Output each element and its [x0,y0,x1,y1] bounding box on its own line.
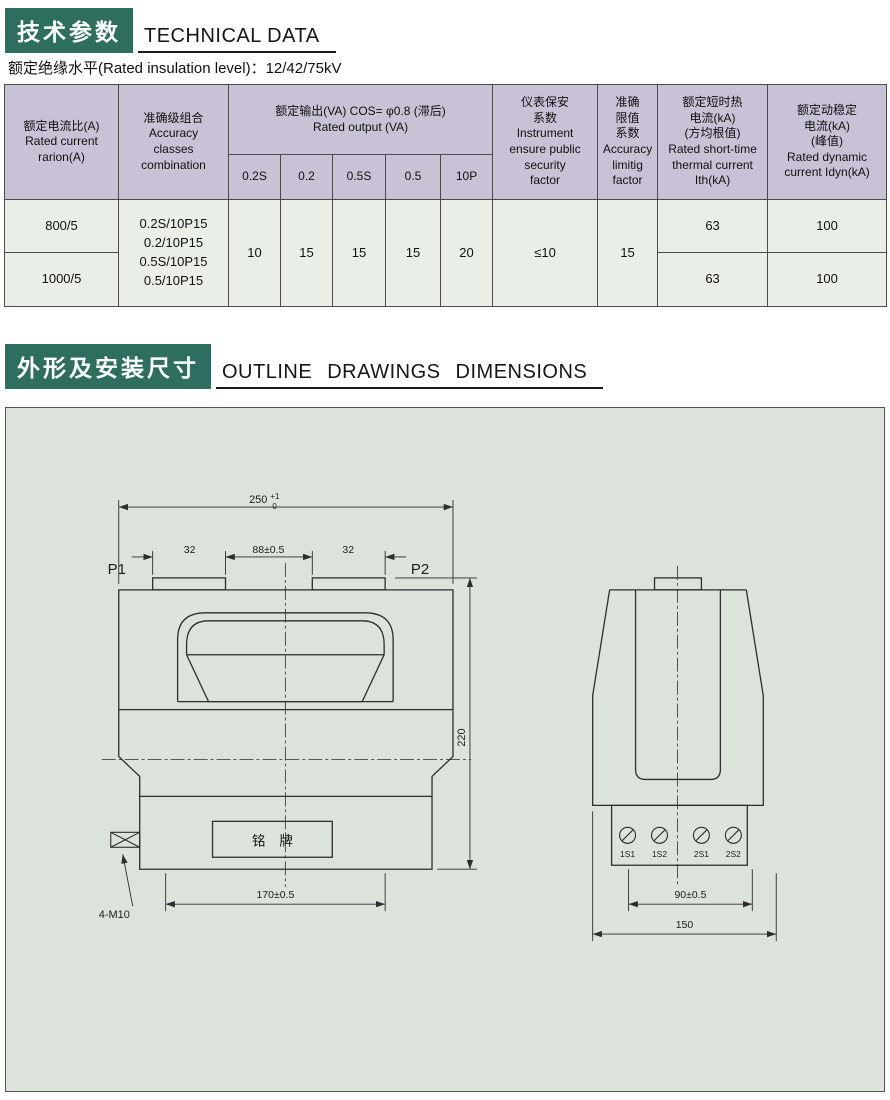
primary-terminal-pad-p1 [152,577,227,591]
cell-dynamic-row0: 100 [767,199,888,253]
cell-output-2: 15 [332,199,386,307]
section-title-en-outline: OUTLINE DRAWINGS DIMENSIONS [216,361,604,389]
dim-overall-tol-lower: 0 [272,502,277,511]
cell-output-0: 10 [228,199,281,307]
mounting-holes-label: 4-M10 [99,909,130,921]
side-view-labels: 1S1 1S2 2S1 2S2 90±0.5 150 [620,849,741,931]
cell-thermal-row1: 63 [657,252,769,307]
front-view-labels: 250 +1 0 32 88±0.5 32 P1 P2 220 170±0.5 … [99,492,468,921]
dim-pad-right-label: 32 [342,545,354,556]
table-row: 1000/5 63 100 [4,252,888,307]
dim-depth-label: 150 [676,920,694,931]
cell-output-3: 15 [385,199,441,307]
cell-accuracy-combination: 0.2S/10P15 0.2/10P15 0.5S/10P15 0.5/10P1… [118,199,229,307]
dim-terminal-span-label: 90±0.5 [674,890,706,901]
side-core-column [634,589,722,781]
cell-thermal-row0: 63 [657,199,769,253]
table-row: 800/5 0.2S/10P15 0.2/10P15 0.5S/10P15 0.… [4,199,888,307]
technical-data-header: 技术参数 TECHNICAL DATA [5,8,336,53]
header-accuracy-classes: 准确级组合 Accuracy classes combination [118,84,229,200]
side-view-drawing [592,577,764,866]
dim-base-width-label: 170±0.5 [257,890,295,901]
cell-dynamic-row1: 100 [767,252,888,307]
header-rated-output-group: 额定输出(VA) COS= φ0.8 (滞后) Rated output (VA… [227,84,494,155]
section-title-cn-technical: 技术参数 [5,8,133,53]
header-output-col-0: 0.2S [228,154,281,200]
cell-security-factor: ≤10 [492,199,599,307]
technical-data-table: 额定电流比(A) Rated current rarion(A) 准确级组合 A… [4,84,888,307]
header-instrument-security-factor: 仪表保安 系数 Instrument ensure public securit… [492,84,599,200]
side-top-cap [653,577,703,591]
header-output-col-4: 10P [439,154,494,200]
dim-overall-tol-upper: +1 [270,492,280,501]
nameplate-box [211,820,333,858]
side-view-dimension-lines [592,811,777,942]
cell-limit-factor: 15 [597,199,659,307]
secondary-terminal-box [610,804,748,866]
terminal-p1-label: P1 [108,561,126,578]
insulation-level-text: 额定绝缘水平(Rated insulation level)：12/42/75k… [8,60,342,77]
front-view-dimension-lines [118,500,477,912]
secondary-terminal-screws [619,826,742,844]
front-view-drawing [110,577,454,870]
header-output-col-3: 0.5 [385,154,441,200]
outline-drawings-panel: 250 +1 0 32 88±0.5 32 P1 P2 220 170±0.5 … [5,407,885,1092]
cell-ratio-row1: 1000/5 [4,252,119,307]
terminal-2s2-label: 2S2 [726,849,741,859]
dim-pad-left-label: 32 [184,545,196,556]
terminal-1s1-label: 1S1 [620,849,635,859]
header-output-col-1: 0.2 [280,154,333,200]
front-body-outline [118,589,454,870]
outline-drawings-svg: 250 +1 0 32 88±0.5 32 P1 P2 220 170±0.5 … [99,492,777,942]
mounting-bolt [110,831,141,848]
cell-output-1: 15 [280,199,333,307]
centerlines [101,562,678,888]
header-accuracy-limit-factor: 准确 限值 系数 Accuracy limitig factor [597,84,659,200]
side-body-outline [592,589,764,807]
outline-drawings-header: 外形及安装尺寸 OUTLINE DRAWINGS DIMENSIONS [5,344,604,389]
terminal-1s2-label: 1S2 [652,849,667,859]
cell-ratio-row0: 800/5 [4,199,119,253]
header-dynamic-current: 额定动稳定 电流(kA) (峰值) Rated dynamic current … [767,84,888,200]
header-rated-current: 额定电流比(A) Rated current rarion(A) [4,84,119,200]
dim-overall-width-label: 250 [249,494,267,506]
primary-terminal-pad-p2 [311,577,386,591]
cell-output-4: 20 [439,199,494,307]
header-output-col-2: 0.5S [332,154,386,200]
nameplate-label: 铭牌 [252,832,307,848]
dim-height-label: 220 [456,728,468,746]
terminal-p2-label: P2 [411,561,429,578]
section-title-en-technical: TECHNICAL DATA [138,25,336,53]
header-thermal-current: 额定短时热 电流(kA) (方均根值) Rated short-time the… [657,84,769,200]
dim-pad-gap-label: 88±0.5 [252,545,284,556]
section-title-cn-outline: 外形及安装尺寸 [5,344,211,389]
terminal-2s1-label: 2S1 [694,849,709,859]
